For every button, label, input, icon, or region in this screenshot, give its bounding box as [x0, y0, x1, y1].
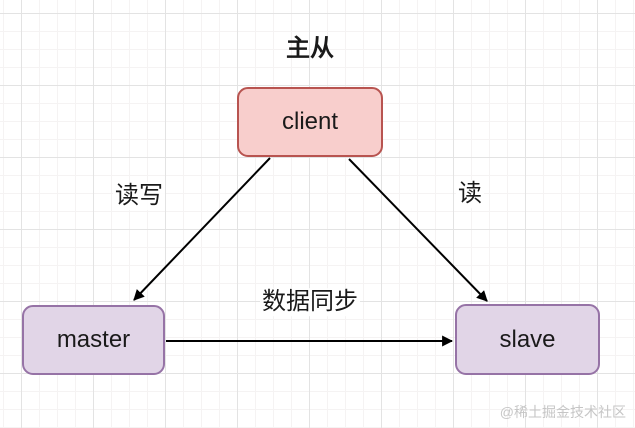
- watermark: @稀土掘金技术社区: [499, 404, 626, 420]
- node-slave: slave: [455, 304, 600, 375]
- edge-client-slave: [348, 158, 488, 302]
- node-master: master: [22, 305, 165, 375]
- node-slave-label: slave: [499, 325, 556, 353]
- edge-client-master: [133, 157, 271, 301]
- node-client: client: [237, 87, 383, 157]
- diagram-title: 主从: [286, 35, 334, 62]
- edge-label-read: 读: [456, 180, 484, 208]
- edge-label-read-write: 读写: [113, 182, 165, 210]
- node-master-label: master: [56, 326, 131, 353]
- node-client-label: client: [281, 108, 339, 135]
- edge-label-data-sync: 数据同步: [260, 288, 360, 316]
